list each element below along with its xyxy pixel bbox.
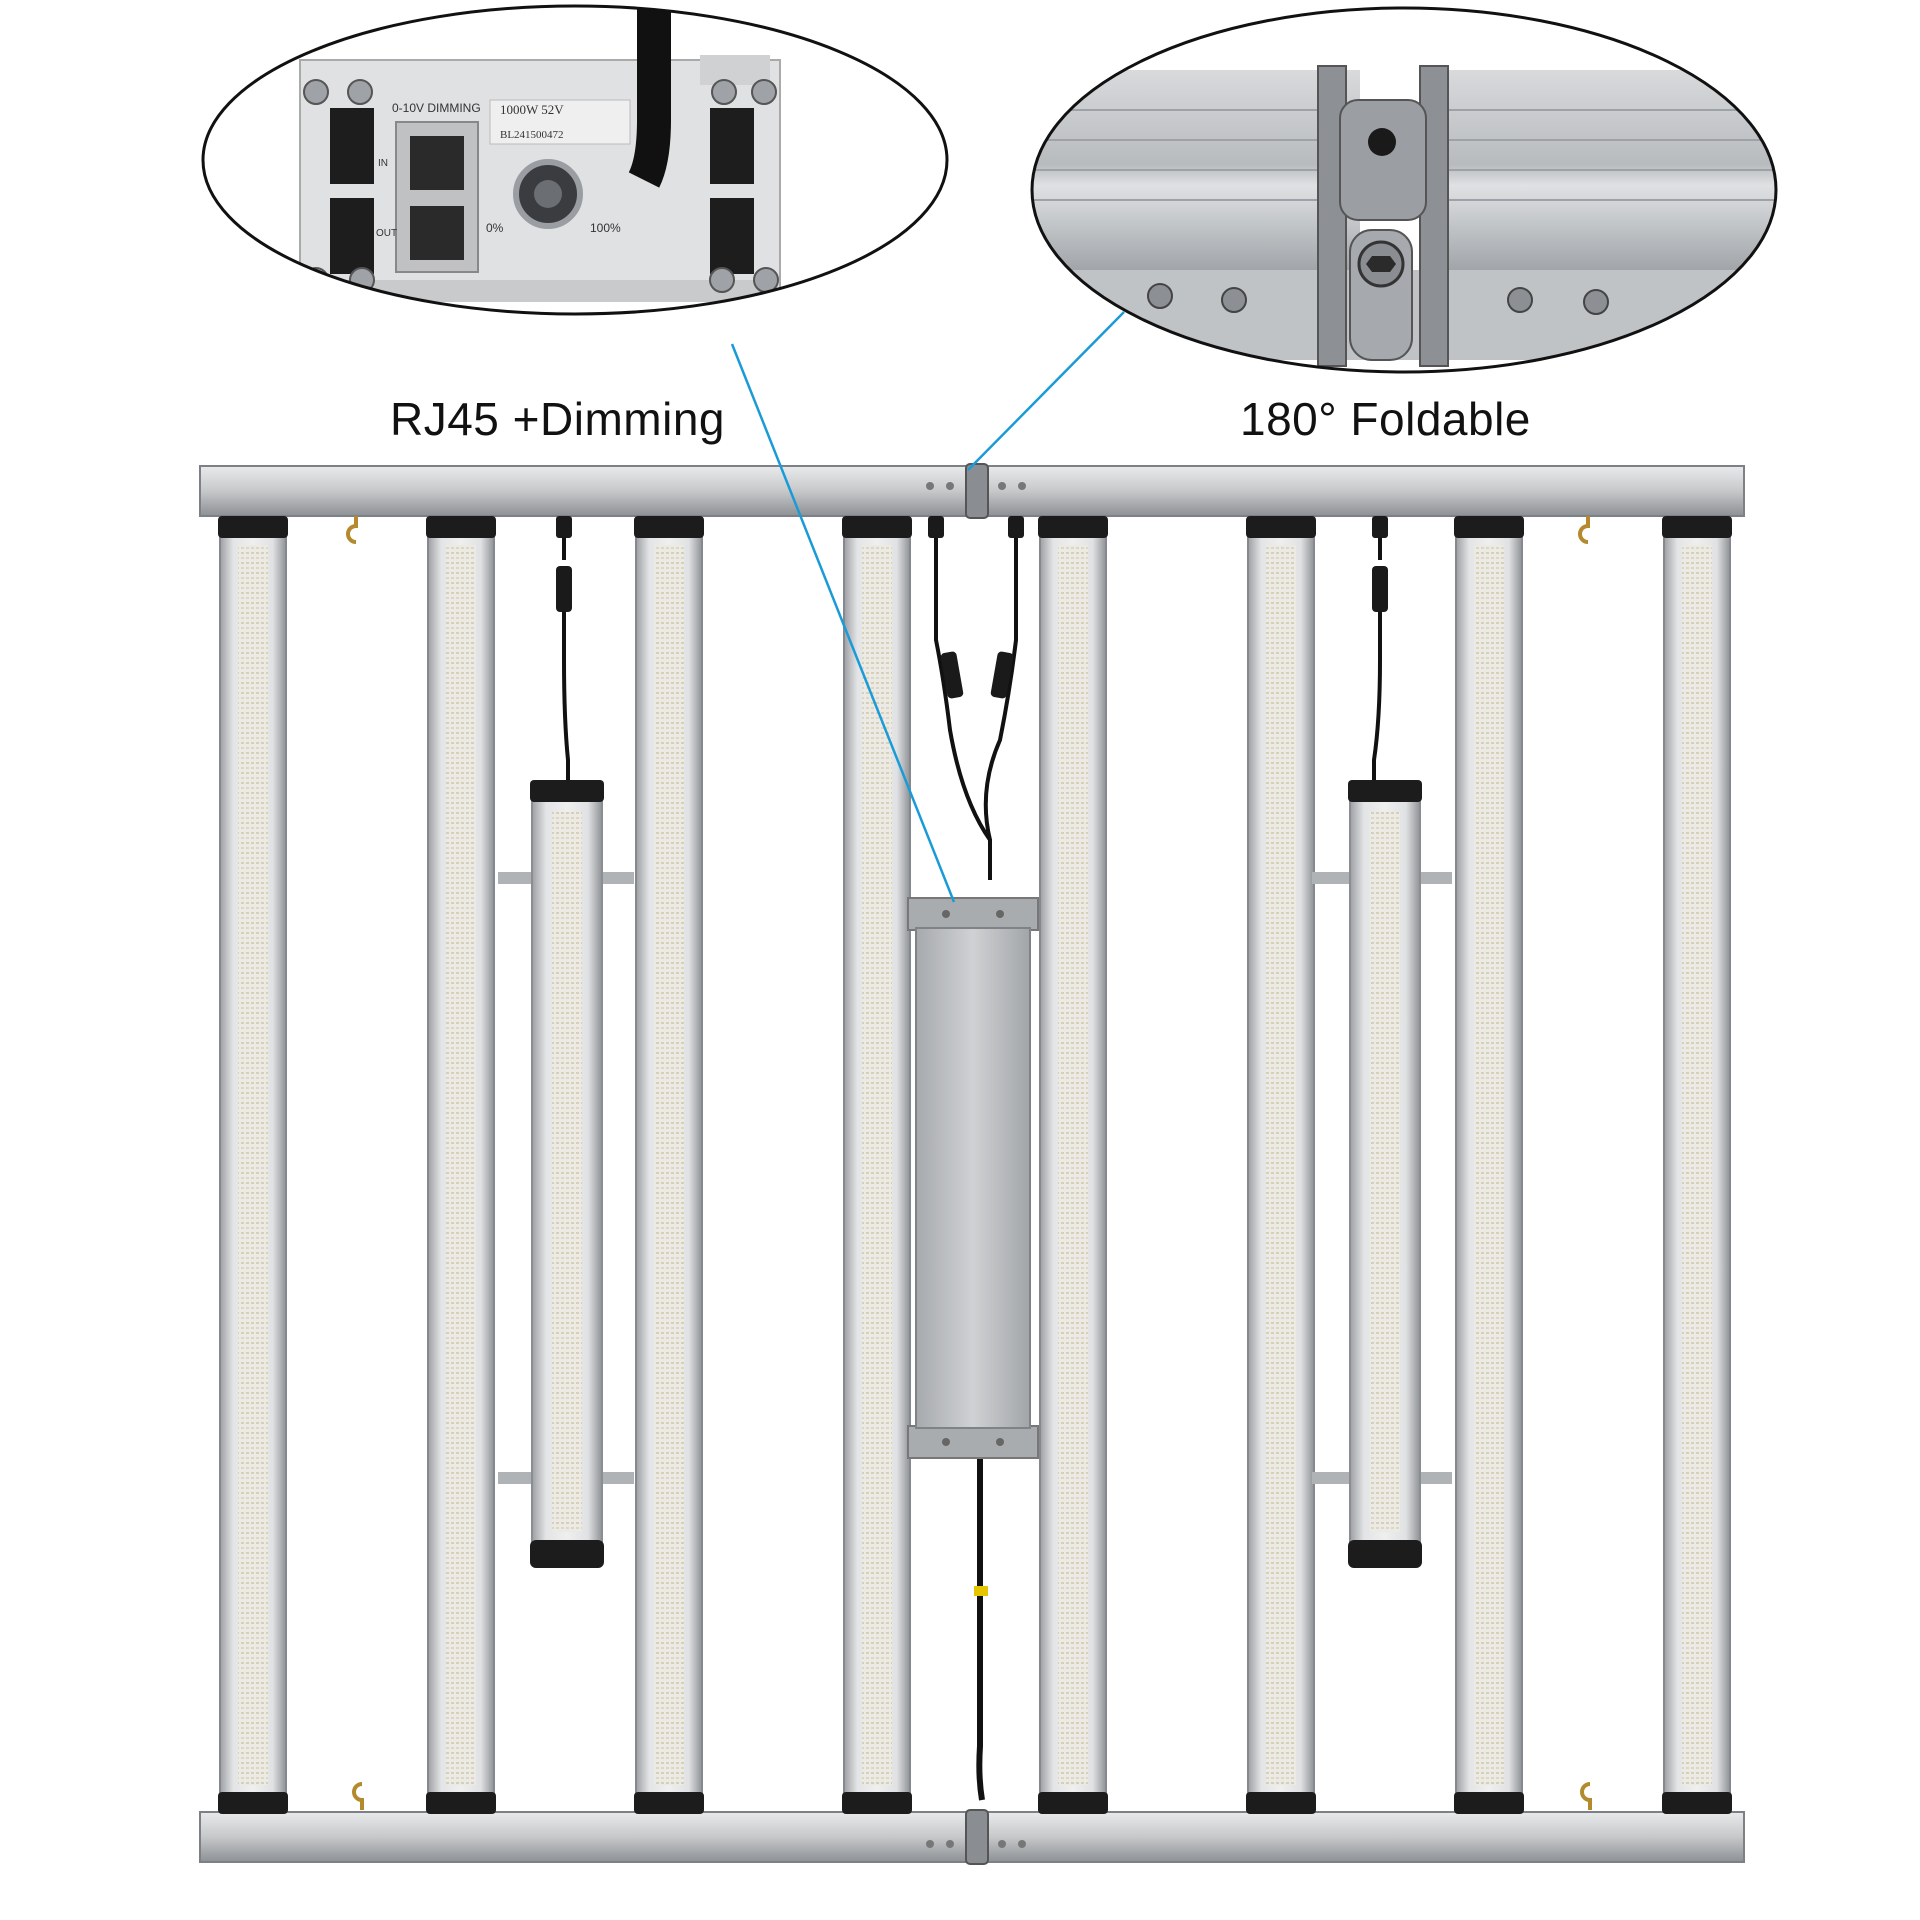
driver-dimming-label: 0-10V DIMMING [392,101,481,115]
led-bar [1454,516,1524,1814]
side-bar-right [1312,780,1452,1568]
led-bar [634,516,704,1814]
power-cable [628,6,671,188]
top-rail [199,463,1745,519]
knob-min-label: 0% [486,221,504,235]
zoom-hinge [1030,6,1778,374]
led-bars [218,516,1732,1814]
knob-max-label: 100% [590,221,621,235]
cable-connectors [556,516,1388,1596]
rj45-out-icon [410,206,464,260]
callout-lines [730,311,1125,903]
driver-port-in-label: IN [378,158,388,169]
caption-180-foldable: 180° Foldable [1240,393,1531,445]
rj45-in-icon [410,136,464,190]
led-bar [1038,516,1108,1814]
led-bar [842,516,912,1814]
hanging-hooks [346,516,1592,1810]
driver-power-label: 1000W 52V [500,102,564,117]
driver-serial-label: BL241500472 [500,129,564,141]
hinge-icon [965,1809,989,1865]
led-bar [1246,516,1316,1814]
led-bar [218,516,288,1814]
led-bar [1662,516,1732,1814]
cables [562,520,1382,1801]
led-bar [426,516,496,1814]
driver-port-out-label: OUT [376,228,397,239]
zoom-driver-panel [201,4,949,316]
bottom-rail [199,1809,1745,1865]
port-in-connector [330,108,374,184]
side-bar-left [498,780,634,1568]
power-driver [907,897,1039,1459]
caption-rj45-dimming: RJ45 +Dimming [390,393,725,445]
hinge-plate-icon [1339,99,1427,221]
hinge-icon [965,463,989,519]
port-out-connector [330,198,374,274]
